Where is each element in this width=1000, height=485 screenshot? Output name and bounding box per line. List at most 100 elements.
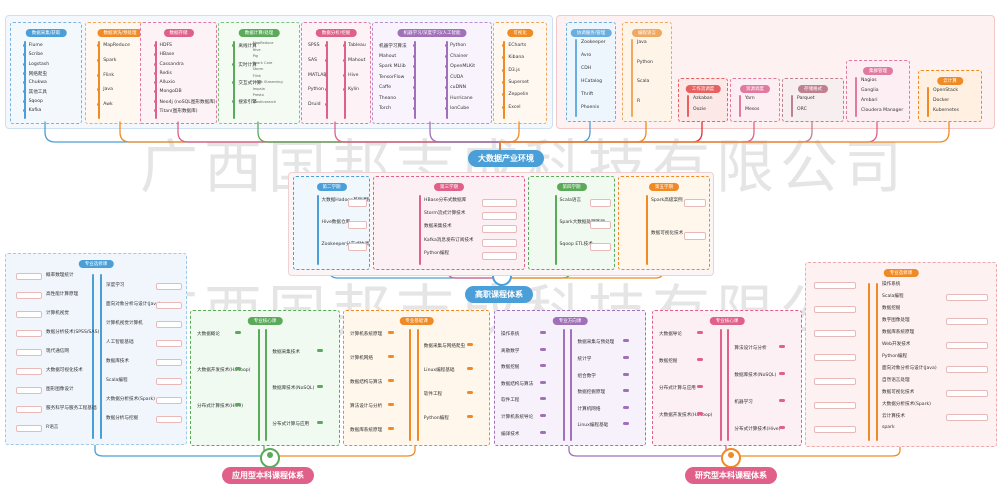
group-rail: [855, 77, 857, 117]
top-column-title: 数据计算/处理: [238, 29, 280, 37]
bottom-item: 离散数学: [501, 348, 520, 354]
sub-item: Flink: [252, 73, 262, 78]
elective-item: 计算机视觉计算机: [106, 320, 143, 326]
vocational-item: Spark高级案例: [651, 198, 683, 203]
bottom-item: 大数据开发技术(Hadoop): [659, 413, 713, 418]
vocational-rail: [646, 195, 648, 265]
term-tag: [467, 415, 474, 418]
item-dot: [97, 58, 101, 62]
support-group-title: 集群管理: [863, 67, 893, 75]
term-tag: [540, 347, 546, 351]
item-dot: [97, 103, 101, 107]
item-dot: [22, 99, 26, 103]
item-dot: [502, 44, 506, 47]
bottom-item: 机器学习: [734, 399, 753, 405]
vocational-column-title: 第四学期: [556, 183, 587, 191]
column-item: Java: [103, 87, 113, 93]
column-item: 搜索引擎: [238, 99, 257, 105]
vocational-rail: [419, 195, 421, 265]
sub-item: Pig: [252, 54, 258, 58]
detail-box: [814, 378, 856, 385]
top-column-title: 可视化: [507, 29, 533, 37]
item-dot: [22, 71, 26, 75]
detail-box: [156, 282, 182, 290]
group-rail: [575, 39, 577, 117]
elective-rail: [92, 274, 94, 439]
item-dot: [97, 88, 101, 92]
support-item: Cloudera Manager: [861, 108, 904, 113]
elective-item: Python编程: [882, 354, 908, 359]
detail-box: [156, 320, 182, 328]
column-item: CUDA: [450, 74, 464, 80]
bottom-item: 统计学: [577, 356, 592, 362]
support-item: Kubernetes: [933, 108, 960, 113]
detail-box: [946, 414, 988, 421]
industry-connector: [499, 121, 520, 151]
column-item: OpenMLKit: [450, 64, 476, 70]
elective-item: 概率数理统计: [46, 273, 74, 278]
term-tag: [778, 425, 785, 429]
elective-item: 数据分析技术(SPSS/SAS): [46, 330, 100, 336]
elective-left-panel: 专业选修课概率数理统计深度学习高性能计算原理面向对象分析与设计(Java)计算机…: [5, 253, 187, 445]
top-column-title: 机器学习/深度学习/人工智能: [397, 29, 467, 37]
support-group-title: 资源调度: [740, 85, 770, 93]
elective-item: 深度学习: [106, 282, 125, 288]
term-tag: [316, 349, 323, 352]
support-item: Ambari: [861, 98, 878, 103]
item-dot: [502, 68, 506, 72]
elective-item: 自然语言处理: [882, 378, 910, 383]
industry-connector: [334, 121, 501, 151]
industry-connector: [499, 121, 878, 151]
item-dot: [232, 44, 236, 47]
detail-box: [16, 368, 42, 376]
item-dot: [232, 62, 236, 66]
term-tag: [387, 427, 394, 430]
term-tag: [697, 412, 704, 415]
bottom-item: 数据库技术(NoSQL): [734, 372, 777, 378]
elective-item: 现代通信网: [46, 349, 69, 355]
column-item: 实时计算: [238, 62, 257, 68]
item-dot: [153, 53, 157, 57]
column-rail: [414, 41, 417, 119]
industry-connector: [499, 121, 647, 151]
detail-box: [814, 354, 856, 361]
industry-connector: [499, 121, 755, 151]
bottom-item: 软件工程: [501, 398, 520, 404]
sub-item: Spark Streaming: [252, 80, 283, 84]
support-item: HCatalog: [581, 79, 603, 84]
elective-item: 数字图像处理: [882, 318, 910, 323]
support-group-title: 协调服务/管理: [570, 29, 612, 37]
detail-box: [16, 311, 42, 319]
column-item: TensorFlow: [379, 74, 405, 80]
column-item: D3.js: [508, 67, 520, 73]
group-rail: [927, 87, 929, 117]
item-dot: [413, 65, 417, 69]
bottom-item: 分布式计算技术(Hive): [734, 426, 781, 432]
term-tag: [697, 385, 704, 388]
item-dot: [343, 73, 347, 77]
item-dot: [153, 81, 157, 84]
industry-connector: [499, 121, 703, 151]
term-tag: [622, 422, 629, 426]
support-item: Yarn: [745, 96, 755, 101]
term-tag: [235, 367, 242, 370]
support-item: Zookeeper: [581, 40, 606, 45]
group-rail: [687, 95, 689, 117]
bottom-item: 分布式计算与应用: [659, 386, 696, 391]
item-dot: [343, 58, 347, 62]
bottom-rail: [562, 329, 565, 441]
elective-item: 数据分析与挖掘: [106, 415, 139, 421]
applied-title: 应用型本科课程体系: [222, 467, 314, 484]
item-dot: [413, 86, 417, 90]
elective-item: 计算机视觉: [46, 311, 69, 317]
column-item: MATLAB: [308, 72, 327, 78]
elective-left-title: 专业选修课: [78, 260, 114, 268]
